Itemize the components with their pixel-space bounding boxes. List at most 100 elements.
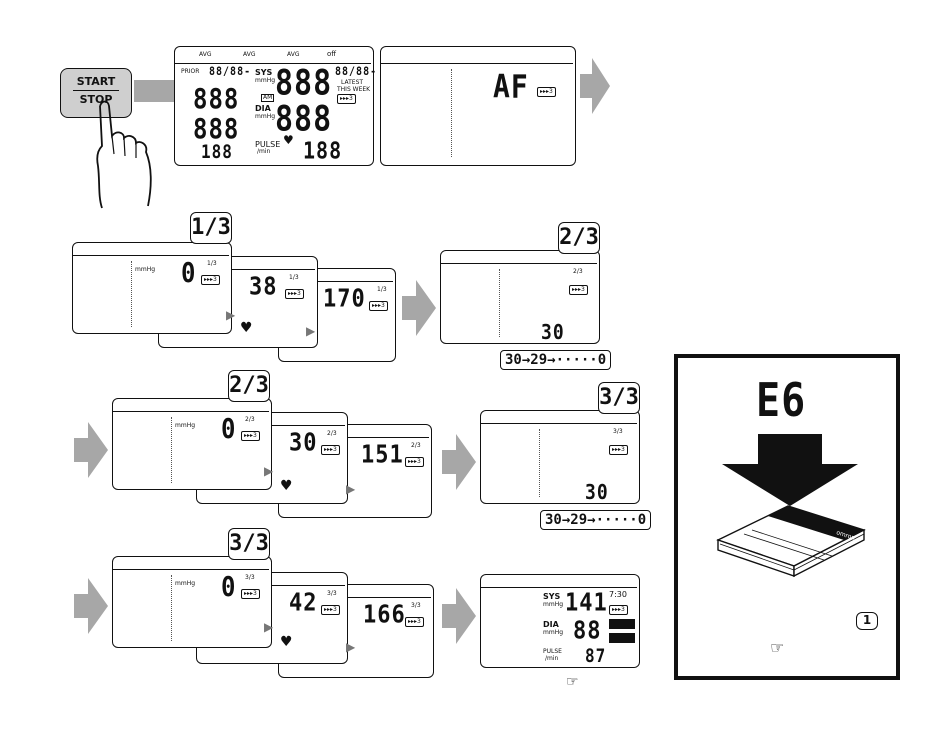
dia-value: 88 (573, 616, 602, 646)
count-label: 2/3 (573, 268, 583, 275)
count-label: 3/3 (245, 574, 255, 581)
button-divider (73, 90, 119, 91)
pressure-reading: 0 (221, 412, 237, 445)
flow-arrow (442, 434, 476, 490)
cuff-indicator: ▸▸▸3 (285, 289, 304, 299)
countdown-sequence: 30→29→·····0 (500, 350, 612, 370)
start-stop-button[interactable]: START STOP (60, 68, 132, 118)
unit-label: mmHg (543, 601, 564, 608)
countdown-next: 29 (570, 512, 588, 528)
pressure-reading: 0 (181, 256, 197, 289)
count-label: 3/3 (411, 602, 421, 609)
header-divider (175, 63, 371, 64)
flow-arrow (442, 588, 476, 644)
bluetooth-off-label: off (327, 50, 337, 58)
header-divider (381, 63, 573, 64)
count-callout: 3/3 (228, 528, 270, 560)
header-divider (279, 281, 393, 282)
header-divider (279, 437, 429, 438)
pressure-reading: 42 (289, 588, 318, 618)
count-label: 3/3 (613, 428, 623, 435)
countdown-end: 0 (637, 512, 647, 528)
sys-label: SYS (543, 592, 561, 601)
prior-dia-digits: 888 (193, 112, 240, 145)
measurement-screen-1: mmHg 0 1/3 ▸▸▸3 (72, 242, 232, 334)
flow-arrow (402, 280, 436, 336)
cuff-indicator: ▸▸▸3 (201, 275, 220, 285)
dotted-divider (539, 429, 540, 497)
pointer-arrow-icon: ▶ (226, 308, 236, 322)
display-all-segments-screen: AVG AVG AVG off PRIOR 88/88- SYS mmHg 88… (174, 46, 378, 166)
countdown-digits: 30 (585, 480, 609, 505)
error-panel: E6 omron 1 ☞ (674, 354, 900, 680)
result-screen: SYS mmHg 141 7:30 ▸▸▸3 DIA mmHg 88 PULSE… (480, 574, 640, 668)
indicator-bar (609, 619, 635, 629)
header-divider (159, 269, 315, 270)
pulse-unit: /min (257, 148, 271, 155)
pressing-hand-icon (96, 100, 152, 209)
count-label: 1/3 (377, 286, 387, 293)
pulse-digits: 188 (303, 136, 343, 165)
flow-arrow (74, 422, 108, 478)
countdown-start: 30 (505, 352, 522, 368)
flow-arrow (580, 58, 610, 114)
pointer-arrow-icon: ▶ (346, 482, 356, 496)
am-label: AM (261, 94, 275, 102)
pointer-arrow-icon: ▶ (264, 620, 274, 634)
unit-label: mmHg (255, 77, 276, 84)
pulse-value: 87 (585, 644, 607, 667)
heart-icon: ♥ (283, 133, 294, 147)
cuff-indicator: ▸▸▸3 (337, 94, 356, 104)
countdown-start: 30 (545, 512, 562, 528)
cuff-indicator: ▸▸▸3 (609, 605, 628, 615)
count-callout: 1/3 (190, 212, 232, 244)
count-callout: 2/3 (228, 370, 270, 402)
sys-label: SYS (255, 68, 273, 77)
date-digits: 88/88- (209, 65, 252, 79)
header-divider (279, 597, 431, 598)
prior-label: PRIOR (181, 68, 200, 75)
dotted-divider (499, 269, 500, 337)
avg-label: AVG (199, 51, 212, 58)
pointer-arrow-icon: ▶ (346, 640, 356, 654)
unit-label: mmHg (175, 422, 196, 429)
cuff-indicator: ▸▸▸3 (405, 457, 424, 467)
avg-label: AVG (287, 51, 300, 58)
wait-screen: 3/3 ▸▸▸3 30 (480, 410, 640, 504)
af-screen: AF ▸▸▸3 (380, 46, 576, 166)
header-divider (113, 569, 269, 570)
flow-arrow (74, 578, 108, 634)
cuff-indicator: ▸▸▸3 (321, 605, 340, 615)
dotted-divider (131, 261, 132, 327)
pressure-reading: 30 (289, 428, 318, 458)
latest-label: LATEST (341, 79, 364, 86)
wait-screen: 2/3 ▸▸▸3 30 (440, 250, 600, 344)
dotted-divider (171, 575, 172, 641)
start-label: START (76, 75, 116, 88)
down-arrow-icon (722, 434, 858, 506)
unit-label: mmHg (175, 580, 196, 587)
pulse-label: PULSE (255, 140, 281, 149)
cuff-indicator: ▸▸▸3 (405, 617, 424, 627)
step-number-badge: 1 (856, 612, 878, 630)
count-label: 3/3 (327, 590, 337, 597)
dotted-divider (171, 417, 172, 483)
countdown-next: 29 (530, 352, 548, 368)
instruction-manual-icon: omron (716, 505, 866, 578)
unit-label: mmHg (135, 266, 156, 273)
header-divider (441, 263, 597, 264)
week-digits: 88/88- (335, 65, 378, 79)
cuff-indicator: ▸▸▸3 (241, 431, 260, 441)
pulse-unit: /min (545, 655, 559, 662)
header-divider (113, 411, 269, 412)
unit-label: mmHg (543, 629, 564, 636)
dia-label: DIA (543, 620, 559, 629)
pressure-reading: 170 (323, 284, 366, 314)
dia-digits: 888 (275, 99, 333, 140)
cuff-indicator: ▸▸▸3 (369, 301, 388, 311)
flashing-heart-icon: ♥ (280, 634, 293, 650)
dotted-divider (451, 69, 452, 157)
cuff-indicator: ▸▸▸3 (609, 445, 628, 455)
count-label: 2/3 (411, 442, 421, 449)
count-label: 1/3 (207, 260, 217, 267)
